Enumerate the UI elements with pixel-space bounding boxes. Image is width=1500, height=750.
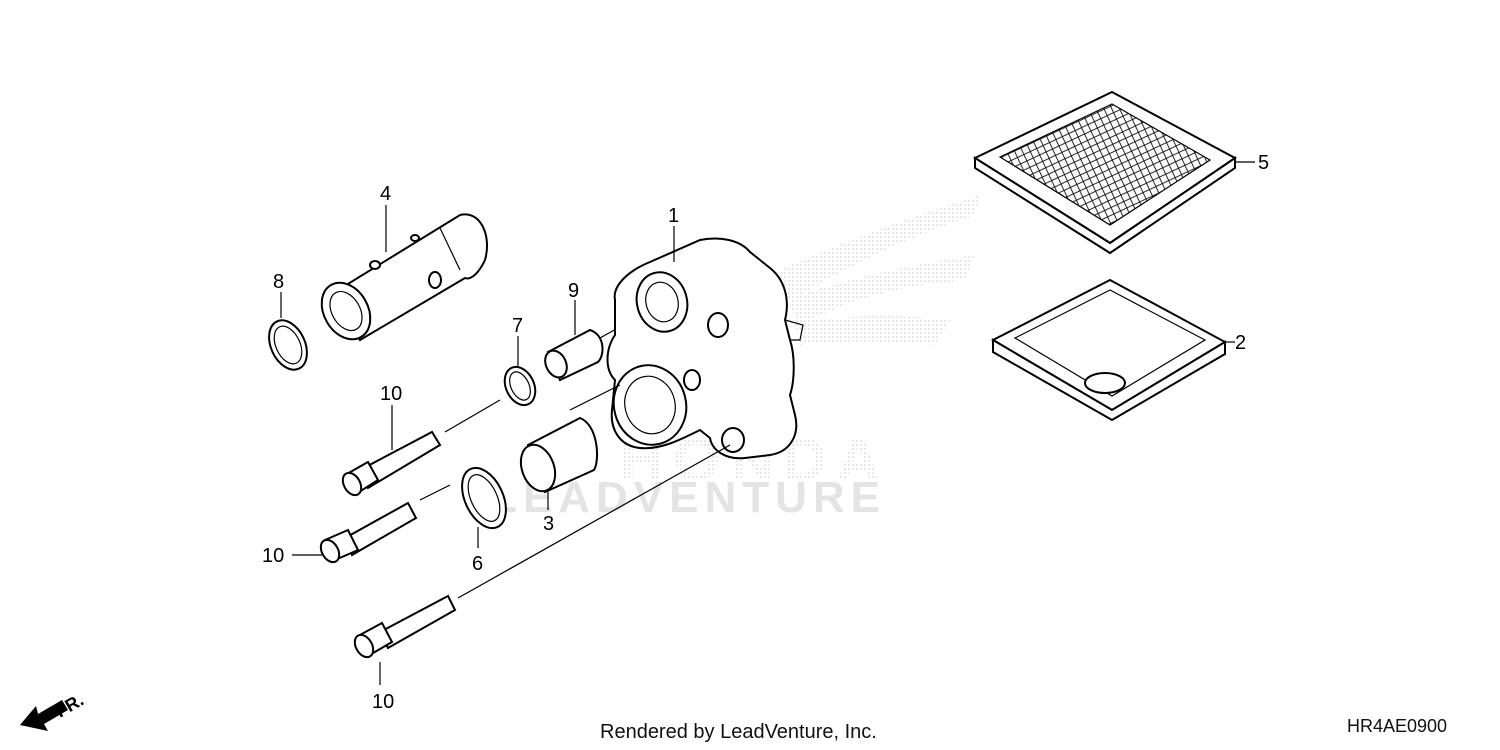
rendered-by-credit: Rendered by LeadVenture, Inc.	[600, 721, 877, 743]
honda-wing-watermark	[760, 195, 980, 345]
air-filter-element	[972, 90, 1255, 255]
o-ring-8	[268, 292, 308, 371]
callout-10-upper: 10	[380, 383, 402, 405]
main-housing	[569, 226, 804, 460]
bolt-10-lower	[353, 444, 731, 685]
callout-4: 4	[380, 183, 391, 205]
front-arrow-icon	[20, 700, 68, 731]
front-direction-indicator: FR.	[20, 690, 87, 731]
filter-case-tray	[990, 278, 1235, 422]
callout-10-lower: 10	[372, 691, 394, 713]
bushing-3	[519, 416, 599, 510]
callout-7: 7	[512, 315, 523, 337]
diagram-code: HR4AE0900	[1347, 716, 1448, 736]
o-ring-6	[461, 466, 507, 548]
callout-8: 8	[273, 271, 284, 293]
front-direction-label: FR.	[52, 690, 87, 722]
callout-1: 1	[668, 205, 679, 227]
bolt-10-upper	[341, 399, 501, 497]
callout-2: 2	[1235, 332, 1246, 354]
callout-6: 6	[472, 553, 483, 575]
callout-3: 3	[543, 513, 554, 535]
callout-9: 9	[568, 280, 579, 302]
bolt-10-middle	[292, 484, 451, 564]
callout-5: 5	[1258, 152, 1269, 174]
callout-10-middle: 10	[262, 545, 284, 567]
o-ring-7	[503, 336, 537, 407]
watermark: HONDA LEADVENTURE	[490, 195, 980, 522]
sleeve-tube	[320, 205, 488, 342]
